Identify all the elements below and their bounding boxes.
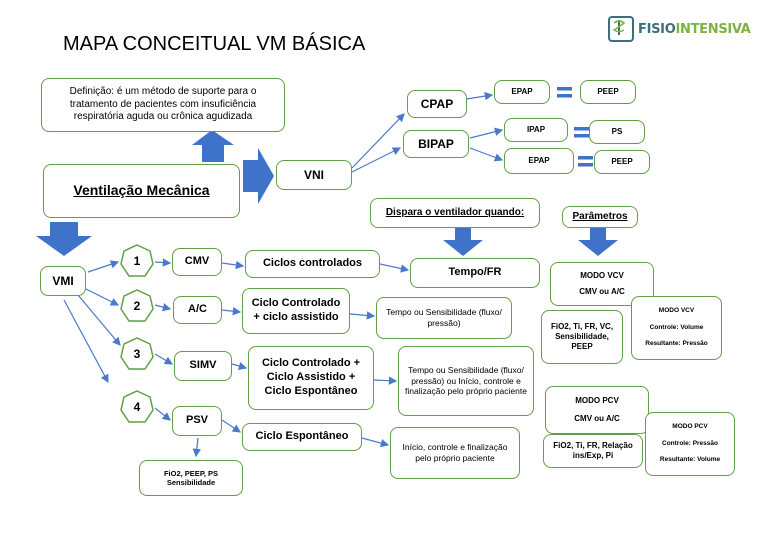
disparo-psv-label: Início, controle e finalização pelo próp… xyxy=(402,442,508,463)
cpap-peep-label: PEEP xyxy=(597,87,619,96)
modo-pcv-subtitle: CMV ou A/C xyxy=(574,413,620,423)
mode-ac-box: A/C xyxy=(173,296,222,324)
bipap-ipap-label: IPAP xyxy=(526,125,546,134)
bipap-epap-label: EPAP xyxy=(528,156,550,165)
bipap-epap-box: EPAP xyxy=(504,148,574,174)
ciclo-ac-box: Ciclo Controlado + ciclo assistido xyxy=(242,288,350,334)
modo-pcv-resultante: Resultante: Volume xyxy=(659,456,721,464)
logo-text-highlight: INTENSIVA xyxy=(675,21,751,37)
cpap-label: CPAP xyxy=(420,96,454,111)
arrow-down-dispara xyxy=(443,228,483,256)
modo-vcv-resultante: Resultante: Pressão xyxy=(645,340,708,348)
arrow-right-vni xyxy=(243,148,274,204)
ciclo-cmv-box: Ciclos controlados xyxy=(245,250,380,278)
psv-params-label: FiO2, PEEP, PS Sensibilidade xyxy=(163,468,219,487)
modo-pcv-controle: Controle: Pressão xyxy=(662,439,718,447)
step-badge-2: 2 xyxy=(119,289,155,323)
disparo-simv-box: Tempo ou Sensibilidade (fluxo/ pressão) … xyxy=(398,346,534,416)
definicao-box: Definição: é um método de suporte para o… xyxy=(41,78,285,132)
cpap-peep-box: PEEP xyxy=(580,80,636,104)
disparo-psv-box: Início, controle e finalização pelo próp… xyxy=(390,427,520,479)
vmi-box: VMI xyxy=(40,266,86,296)
mode-cmv-box: CMV xyxy=(172,248,222,276)
ciclo-simv-box: Ciclo Controlado + Ciclo Assistido + Cic… xyxy=(248,346,374,410)
cpap-box: CPAP xyxy=(407,90,467,118)
mode-simv-box: SIMV xyxy=(174,351,232,381)
mode-ac-label: A/C xyxy=(188,303,207,316)
dispara-box: Dispara o ventilador quando: xyxy=(370,198,540,228)
tempo-fr-label: Tempo/FR xyxy=(448,266,502,279)
ciclo-ac-label: Ciclo Controlado + ciclo assistido xyxy=(251,297,341,323)
bipap-peep-box: PEEP xyxy=(594,150,650,174)
modo-pcv-params-box: FiO2, Ti, FR, Relação ins/Exp, Pi xyxy=(543,434,643,468)
tempo-fr-box: Tempo/FR xyxy=(410,258,540,288)
modo-vcv-subtitle: CMV ou A/C xyxy=(579,287,625,296)
arrow-down-parametros xyxy=(578,228,618,256)
disparo-ac-label: Tempo ou Sensibilidade (fluxo/ pressão) xyxy=(386,307,502,328)
arrow-down-vmi xyxy=(36,222,92,256)
modo-pcv-box: MODO PCV CMV ou A/C xyxy=(545,386,649,434)
ciclo-simv-label: Ciclo Controlado + Ciclo Assistido + Cic… xyxy=(261,357,361,397)
vni-label: VNI xyxy=(303,167,324,182)
modo-vcv-detail-box: MODO VCV Controle: Volume Resultante: Pr… xyxy=(631,296,722,360)
mode-psv-label: PSV xyxy=(185,414,208,427)
bipap-peep-label: PEEP xyxy=(611,157,633,166)
bipap-label: BIPAP xyxy=(418,136,454,151)
modo-vcv-params-box: FiO2, Ti, FR, VC, Sensibilidade, PEEP xyxy=(541,310,623,364)
psv-params-box: FiO2, PEEP, PS Sensibilidade xyxy=(139,460,243,496)
cpap-epap-label: EPAP xyxy=(511,87,533,96)
mode-psv-box: PSV xyxy=(172,406,222,436)
arrow-up xyxy=(192,130,234,162)
page-title: MAPA CONCEITUAL VM BÁSICA xyxy=(63,33,366,55)
ciclo-cmv-label: Ciclos controlados xyxy=(262,257,363,270)
cpap-epap-box: EPAP xyxy=(494,80,550,104)
modo-pcv-detail-box: MODO PCV Controle: Pressão Resultante: V… xyxy=(645,412,735,476)
modo-pcv-detail-title: MODO PCV xyxy=(672,423,708,431)
bipap-box: BIPAP xyxy=(403,130,469,158)
modo-pcv-title: MODO PCV xyxy=(575,396,619,406)
modo-pcv-params: FiO2, Ti, FR, Relação ins/Exp, Pi xyxy=(553,441,633,460)
vmi-label: VMI xyxy=(52,273,74,288)
modo-vcv-params: FiO2, Ti, FR, VC, Sensibilidade, PEEP xyxy=(550,322,614,351)
bipap-ps-box: PS xyxy=(589,120,645,144)
modo-vcv-detail-title: MODO VCV xyxy=(658,307,695,315)
ventilacao-mecanica-label: Ventilação Mecânica xyxy=(73,182,210,199)
step-badge-3: 3 xyxy=(119,337,155,371)
ciclo-psv-label: Ciclo Espontâneo xyxy=(255,430,349,443)
modo-vcv-controle: Controle: Volume xyxy=(649,323,704,331)
disparo-simv-label: Tempo ou Sensibilidade (fluxo/ pressão) … xyxy=(405,365,527,397)
ventilacao-mecanica-box: Ventilação Mecânica xyxy=(43,164,240,218)
parametros-box: Parâmetros xyxy=(562,206,638,228)
ciclo-psv-box: Ciclo Espontâneo xyxy=(242,423,362,451)
modo-vcv-box: MODO VCV CMV ou A/C xyxy=(550,262,654,306)
step-badge-1: 1 xyxy=(119,244,155,278)
bipap-ps-label: PS xyxy=(611,127,623,136)
parametros-label: Parâmetros xyxy=(572,210,628,222)
modo-vcv-title: MODO VCV xyxy=(580,271,624,280)
step-badge-4: 4 xyxy=(119,390,155,424)
mode-cmv-label: CMV xyxy=(184,255,210,268)
disparo-ac-box: Tempo ou Sensibilidade (fluxo/ pressão) xyxy=(376,297,512,339)
vni-box: VNI xyxy=(276,160,352,190)
definicao-text: Definição: é um método de suporte para o… xyxy=(69,86,257,123)
logo-text: FISIO xyxy=(638,21,676,37)
dispara-label: Dispara o ventilador quando: xyxy=(385,206,525,218)
mode-simv-label: SIMV xyxy=(189,359,217,372)
caduceus-icon xyxy=(608,16,634,42)
logo: FISIOINTENSIVA xyxy=(608,16,751,42)
bipap-ipap-box: IPAP xyxy=(504,118,568,142)
